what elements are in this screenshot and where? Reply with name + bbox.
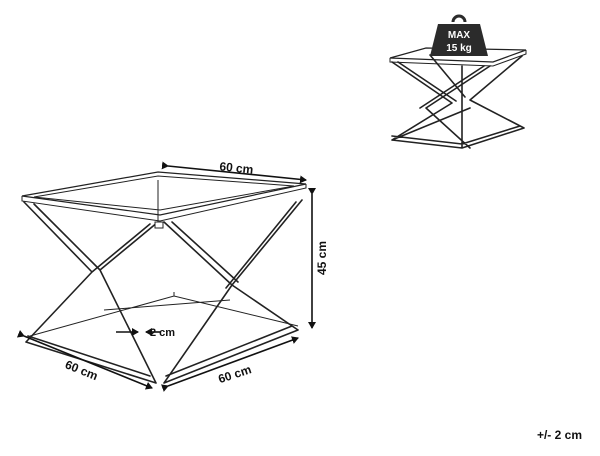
main-table-front-left-x [23, 201, 159, 384]
top-width-label: 60 cm [219, 159, 254, 176]
main-table-glass-top [21, 171, 307, 216]
height-label: 45 cm [315, 241, 329, 275]
weight-icon: MAX 15 kg [430, 14, 488, 56]
main-table-back-frame [29, 180, 299, 337]
small-table-x-frame [391, 54, 525, 149]
frame-thickness-label: 2 cm [150, 327, 175, 339]
max-weight: 15 kg [446, 43, 472, 54]
tolerance-note: +/- 2 cm [536, 428, 582, 442]
small-table-illustration [389, 47, 527, 149]
base-left-label: 60 cm [63, 357, 100, 383]
main-table-front-right-x [163, 199, 303, 384]
max-label: MAX [448, 30, 471, 41]
